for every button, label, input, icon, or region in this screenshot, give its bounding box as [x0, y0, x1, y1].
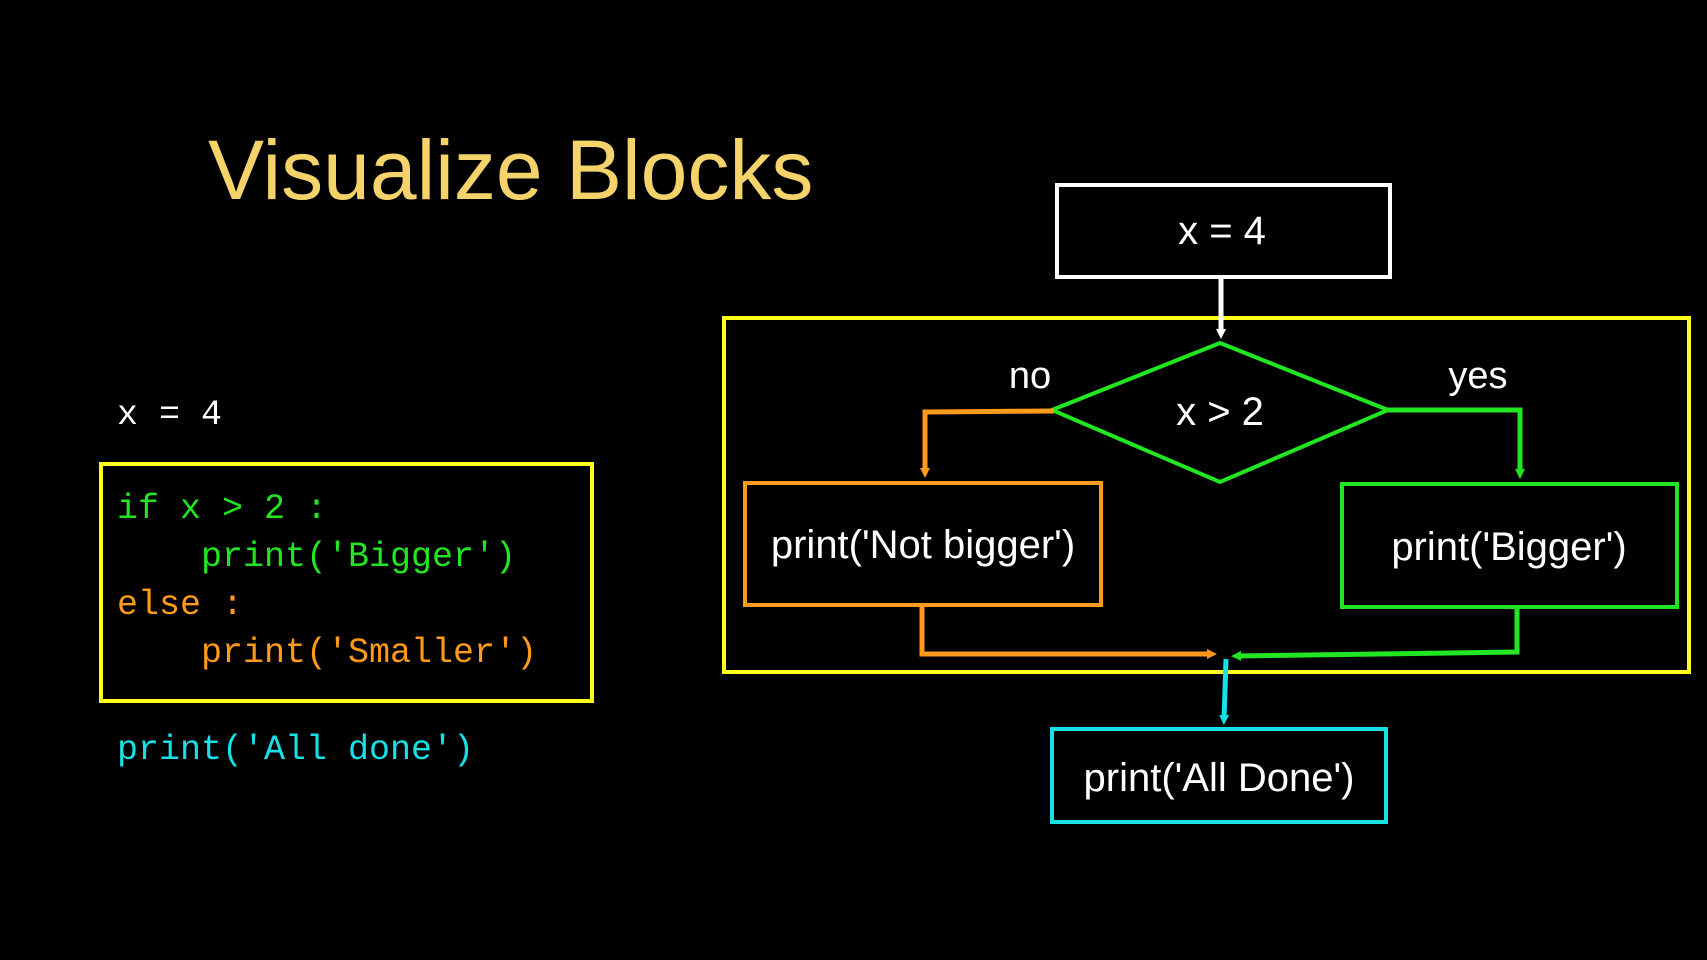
- arrow-merge-to-end: [1219, 658, 1230, 725]
- code-line-if: if x > 2 :: [117, 489, 328, 529]
- code-line-else: else :: [117, 585, 244, 625]
- code-line-print-bigger: print('Bigger'): [117, 537, 517, 577]
- code-line-print-smaller: print('Smaller'): [117, 633, 538, 673]
- code-line-assign: x = 4: [117, 395, 223, 435]
- slide-title: Visualize Blocks: [208, 123, 814, 217]
- arrow-decision-to-bigger: [1386, 407, 1525, 479]
- yes-label: yes: [1448, 355, 1507, 397]
- end-box: [1050, 727, 1388, 824]
- decision-label: x > 2: [1176, 390, 1264, 434]
- end-box-label: print('All Done'): [1084, 756, 1355, 800]
- arrow-bigger-to-merge: [1231, 607, 1520, 661]
- code-if-block-outline: [99, 462, 594, 703]
- bigger-box: [1340, 482, 1679, 609]
- flow-if-block-outline: [722, 316, 1691, 674]
- start-box-label: x = 4: [1178, 209, 1266, 253]
- code-line-all-done: print('All done'): [117, 730, 475, 770]
- no-label: no: [1009, 355, 1051, 397]
- not-bigger-box-label: print('Not bigger'): [771, 523, 1075, 567]
- arrow-decision-to-not-bigger: [920, 408, 1055, 478]
- arrow-not-bigger-to-merge: [919, 605, 1217, 659]
- bigger-box-label: print('Bigger'): [1391, 525, 1626, 569]
- decision-diamond: [1046, 340, 1394, 485]
